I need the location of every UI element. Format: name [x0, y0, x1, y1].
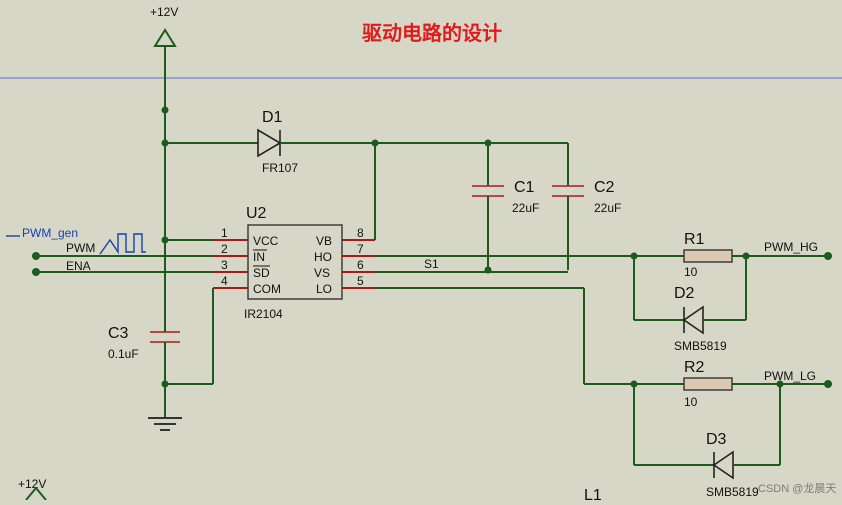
junction-dot: [776, 380, 784, 388]
pin8-number: 8: [357, 226, 364, 240]
net-ena-label: ENA: [66, 259, 91, 273]
ic-u2-part: IR2104: [244, 307, 283, 321]
pwm-hg-terminal[interactable]: [824, 252, 832, 260]
pwm-terminal[interactable]: [32, 252, 40, 260]
d1-ref: D1: [262, 109, 283, 126]
page-title: 驱动电路的设计: [362, 21, 502, 45]
pin2-number: 2: [221, 242, 228, 256]
net-s1-label: S1: [424, 257, 439, 271]
c2-ref: C2: [594, 179, 615, 196]
net-pwm-hg-label: PWM_HG: [764, 240, 818, 254]
c2-value: 22uF: [594, 201, 621, 215]
junction-dot: [161, 236, 169, 244]
d2-ref: D2: [674, 285, 695, 302]
power-terminal-bottom-icon: [25, 486, 47, 501]
d2-part: SMB5819: [674, 339, 727, 353]
r2-value: 10: [684, 395, 698, 409]
r2-ref: R2: [684, 359, 705, 376]
pin6-name: VS: [314, 266, 330, 280]
pwm-lg-terminal[interactable]: [824, 380, 832, 388]
ic-u2-body: [247, 224, 343, 300]
power-terminal-arrow-icon: [153, 28, 177, 47]
junction-dot: [371, 139, 379, 147]
pin1-name: VCC: [253, 234, 279, 248]
d2-diode-triangle-icon: [682, 305, 704, 335]
ic-u2-ref: U2: [246, 205, 267, 222]
pin5-number: 5: [357, 274, 364, 288]
watermark: CSDN @龙晨天: [758, 482, 836, 495]
junction-dot: [630, 252, 638, 260]
r1-resistor: [683, 249, 733, 263]
partial-ref-label: L1: [584, 487, 602, 500]
ena-terminal[interactable]: [32, 268, 40, 276]
pwm-generator-label: PWM_gen: [22, 226, 78, 240]
pin6-number: 6: [357, 258, 364, 272]
pin1-number: 1: [221, 226, 228, 240]
junction-dot: [161, 380, 169, 388]
r1-value: 10: [684, 265, 698, 279]
power-label-top: +12V: [150, 5, 178, 19]
pin3-number: 3: [221, 258, 228, 272]
pin4-number: 4: [221, 274, 228, 288]
c3-ref: C3: [108, 325, 129, 342]
c1-value: 22uF: [512, 201, 539, 215]
junction-dot: [742, 252, 750, 260]
d1-part: FR107: [262, 161, 298, 175]
junction-dot: [484, 139, 492, 147]
pin3-name: SD: [253, 266, 270, 280]
junction-dot: [161, 139, 169, 147]
junction-dot: [161, 106, 169, 114]
pin8-name: VB: [316, 234, 332, 248]
junction-dot: [630, 380, 638, 388]
pin7-number: 7: [357, 242, 364, 256]
net-pwm-lg-label: PWM_LG: [764, 369, 816, 383]
c3-value: 0.1uF: [108, 347, 139, 361]
pwm-waveform-icon: [99, 233, 146, 255]
d3-diode-triangle-icon: [712, 450, 734, 480]
pin2-name: IN: [253, 250, 265, 264]
pin7-name: HO: [314, 250, 332, 264]
power-label-bottom: +12V: [18, 477, 46, 491]
net-pwm-label: PWM: [66, 241, 95, 255]
d3-part: SMB5819: [706, 485, 759, 499]
pin4-name: COM: [253, 282, 281, 296]
r2-resistor: [683, 377, 733, 391]
c1-ref: C1: [514, 179, 535, 196]
junction-dot: [484, 266, 492, 274]
d1-diode-triangle-icon: [257, 128, 282, 158]
r1-ref: R1: [684, 231, 705, 248]
pin5-name: LO: [316, 282, 332, 296]
d3-ref: D3: [706, 431, 727, 448]
